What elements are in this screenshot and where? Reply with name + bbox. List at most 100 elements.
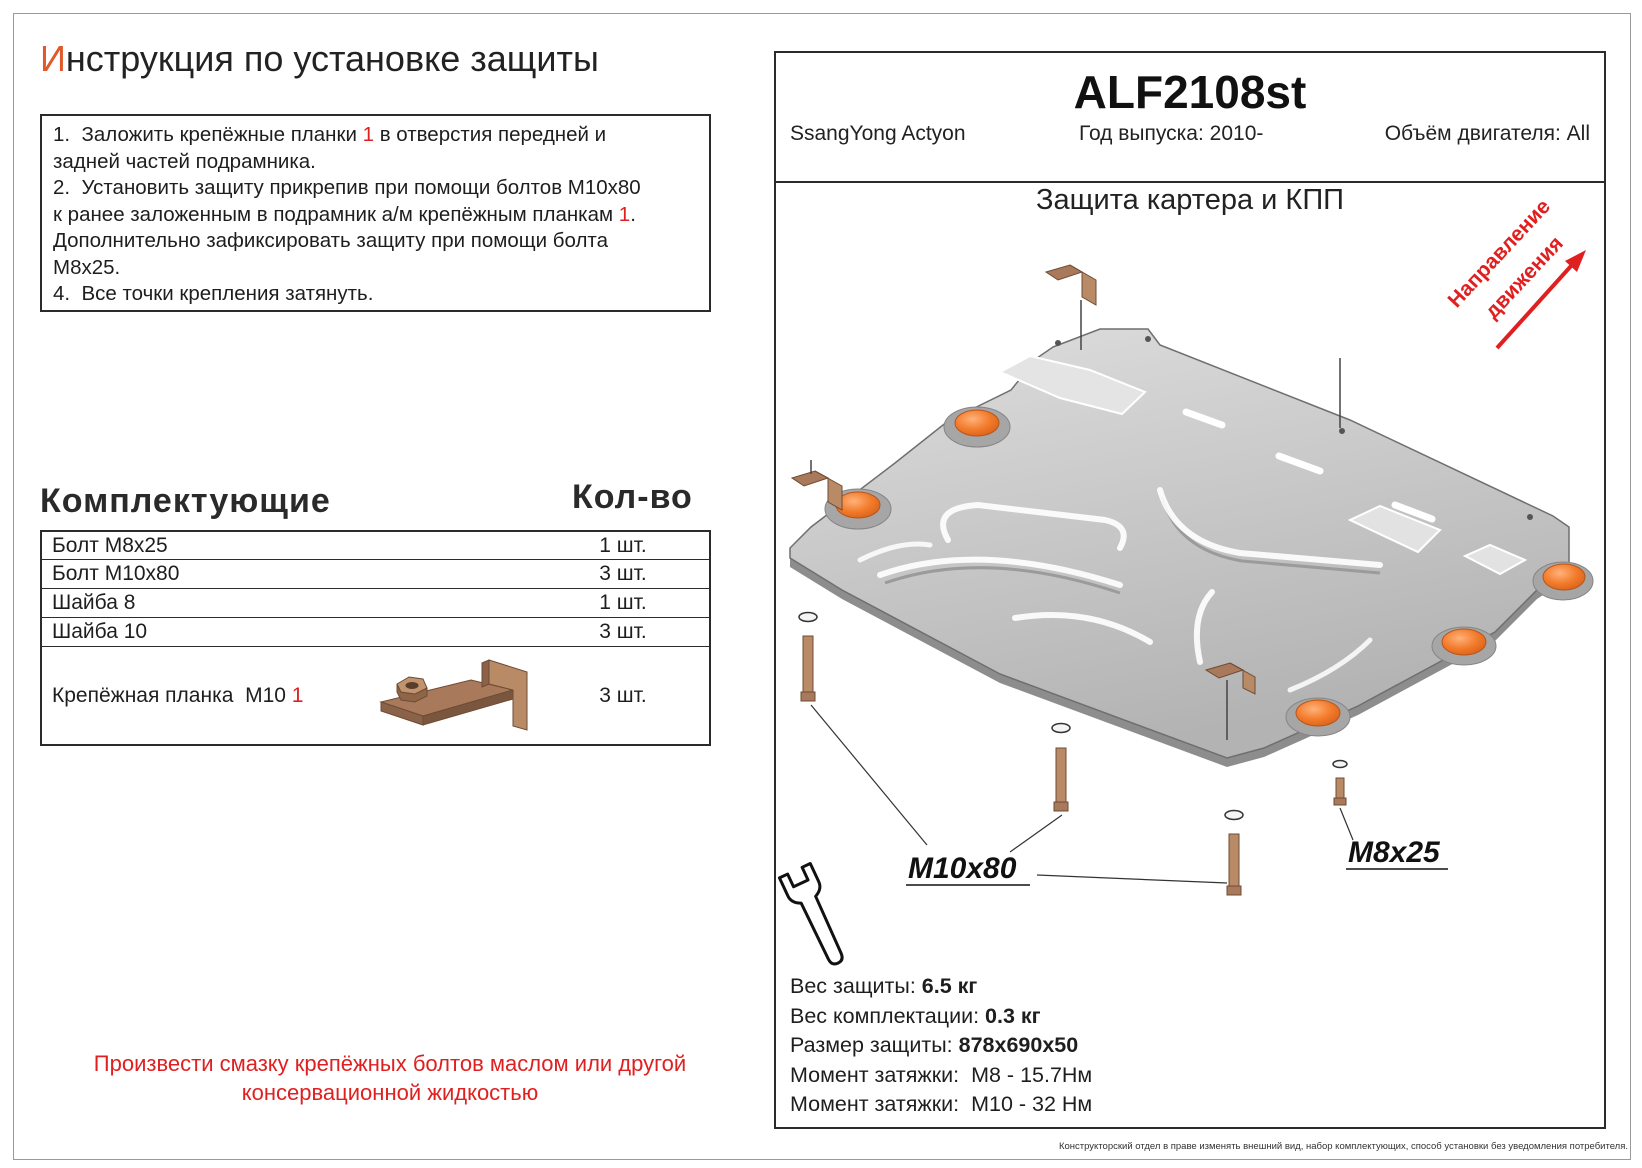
product-header: ALF2108st SsangYong Actyon Год выпуска: … xyxy=(776,53,1604,183)
instructions-box: 1. Заложить крепёжные планки 1 в отверст… xyxy=(40,114,711,312)
bolt-shaft xyxy=(802,635,814,695)
bracket-ref-number: 1 xyxy=(291,683,304,707)
washer xyxy=(1332,759,1348,769)
plate-rib xyxy=(857,541,933,563)
pad-cap xyxy=(835,491,881,519)
mounting-pad xyxy=(1285,697,1351,737)
spec-label: Вес комплектации: xyxy=(790,1003,986,1028)
instruction-text: М8х25. xyxy=(53,255,121,279)
direction-arrow-head xyxy=(1565,250,1586,272)
quantity-heading: Кол-во xyxy=(572,478,693,516)
instruction-text: 1. Заложить крепёжные планки xyxy=(53,123,363,146)
model-year: Год выпуска: 2010- xyxy=(1079,122,1264,145)
bolt-shaft xyxy=(1055,747,1067,805)
leader-line xyxy=(1036,874,1228,884)
bolt-m10 xyxy=(1224,809,1244,896)
page-title: Инструкция по установке защиты xyxy=(40,38,599,80)
bolt-label-m8: M8x25 xyxy=(1348,836,1441,869)
bracket-ref-number: 1 xyxy=(618,202,631,226)
bolt-shaft xyxy=(1335,777,1345,801)
bolt-head xyxy=(800,691,816,702)
spec-value: 6.5 кг xyxy=(921,974,978,998)
vehicle-model: SsangYong Actyon xyxy=(790,122,966,145)
part-quantity: 3 шт. xyxy=(599,620,647,643)
lubrication-warning: Произвести смазку крепёжных болтов масло… xyxy=(40,1049,740,1107)
spec-value: 878x690x50 xyxy=(958,1033,1079,1057)
plate-rib xyxy=(1157,487,1383,568)
leader-line xyxy=(810,704,928,846)
bracket-leg xyxy=(1069,264,1097,306)
bracket-nut-hole xyxy=(405,682,419,689)
engine-volume: Объём двигателя: All xyxy=(1384,122,1590,145)
table-row: Шайба 8 1 шт. xyxy=(42,589,709,618)
bolt-m8 xyxy=(1332,759,1348,806)
pad-cap xyxy=(1441,628,1487,656)
bolt-m10 xyxy=(1051,722,1071,812)
leader-line xyxy=(1339,807,1354,841)
plate-rib xyxy=(877,556,1123,588)
spec-torque-m8: Момент затяжки: М8 - 15.7Нм xyxy=(790,1062,1093,1087)
table-row: Шайба 10 3 шт. xyxy=(42,618,709,647)
instruction-line: 1. Заложить крепёжные планки 1 в отверст… xyxy=(53,122,709,149)
plate-slot xyxy=(1275,452,1324,475)
product-code: ALF2108st xyxy=(1073,66,1307,118)
page-frame xyxy=(13,13,1631,1160)
table-row: Крепёжная планка М10 1 3 шт. xyxy=(42,647,709,744)
parts-table: Болт М8х25 1 шт. Болт М10х80 3 шт. Шайба… xyxy=(40,530,711,746)
plate-rib xyxy=(1193,589,1215,665)
bolt-head xyxy=(1333,797,1347,806)
plate-rib-shadow xyxy=(884,566,1121,595)
footer-disclaimer: Конструкторский отдел в праве изменять в… xyxy=(1058,1141,1628,1152)
bolt-label-m10: M10x80 xyxy=(908,852,1017,885)
leader-line xyxy=(1009,814,1063,853)
bolt-head xyxy=(1053,801,1069,812)
specs-list: Вес защиты: 6.5 кг Вес комплектации: 0.3… xyxy=(790,972,1092,1120)
mounting-pad xyxy=(1431,626,1497,666)
instruction-text: 4. Все точки крепления затянуть. xyxy=(53,282,374,305)
plate-hole xyxy=(1145,336,1151,342)
part-name: Шайба 8 xyxy=(52,591,136,614)
part-name: Шайба 10 xyxy=(52,620,148,643)
warning-line: консервационной жидкостью xyxy=(241,1080,539,1105)
washer xyxy=(1051,722,1071,734)
bolt-shaft xyxy=(1228,833,1240,889)
wrench-icon xyxy=(777,862,844,966)
instruction-line: 2. Установить защиту прикрепив при помощ… xyxy=(53,175,709,202)
plate-rib xyxy=(940,501,1127,551)
page-title-rest: нструкция по установке защиты xyxy=(65,38,599,79)
instruction-text: . xyxy=(630,202,636,226)
instruction-line: 4. Все точки крепления затянуть. xyxy=(53,281,709,308)
mounting-bracket-image xyxy=(379,659,528,731)
product-title: Защита картера и КПП xyxy=(1035,184,1345,216)
spec-label: Вес защиты: xyxy=(790,974,922,998)
part-quantity: 3 шт. xyxy=(599,683,647,707)
spec-weight: Вес защиты: 6.5 кг xyxy=(790,972,1092,1002)
washer xyxy=(798,611,818,623)
parts-heading: Комплектующие xyxy=(40,482,331,520)
pad-cap xyxy=(954,409,1000,437)
pad-cap xyxy=(1542,563,1586,591)
spec-value: 0.3 кг xyxy=(985,1003,1041,1028)
bracket-leg xyxy=(814,470,843,511)
bracket-leg xyxy=(1229,662,1256,695)
part-name-text: Крепёжная планка М10 xyxy=(52,683,292,707)
spec-size: Размер защиты: 878x690x50 xyxy=(790,1031,1092,1061)
page-title-initial: И xyxy=(40,38,66,79)
bracket-flange xyxy=(1044,264,1084,281)
product-panel: ALF2108st SsangYong Actyon Год выпуска: … xyxy=(774,51,1606,1129)
part-name: Болт М8х25 xyxy=(52,533,168,557)
spec-torque-m10: Момент затяжки: М10 - 32 Нм xyxy=(790,1092,1093,1116)
plate-hole xyxy=(1055,340,1061,346)
instruction-text: 2. Установить защиту прикрепив при помощ… xyxy=(53,176,641,199)
mounting-pad xyxy=(1532,561,1594,601)
bracket-leg-edge xyxy=(481,659,490,688)
plate-rib xyxy=(1287,637,1373,693)
instruction-text: к ранее заложенным в подрамник а/м крепё… xyxy=(53,202,619,226)
part-quantity: 1 шт. xyxy=(599,533,647,557)
part-quantity: 1 шт. xyxy=(599,591,647,614)
bracket-top xyxy=(1044,264,1097,350)
plate-raised-area xyxy=(1347,504,1442,554)
bracket-left xyxy=(790,460,843,511)
mounting-pad xyxy=(943,406,1011,448)
plate-raised-area xyxy=(1462,543,1528,576)
